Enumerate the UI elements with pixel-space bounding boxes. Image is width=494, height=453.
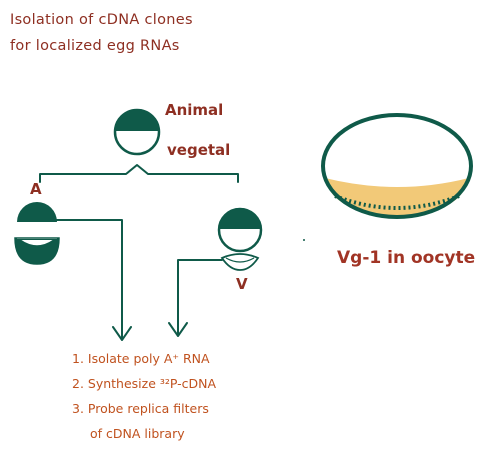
vegetal-arrow [169, 260, 222, 336]
step-1: 1. Isolate poly A⁺ RNA [72, 351, 210, 366]
vegetal-half-egg [219, 208, 261, 270]
title-line-2: for localized egg RNAs [10, 38, 180, 54]
step-2: 2. Synthesize ³²P-cDNA [72, 376, 217, 391]
animal-label: Animal [165, 101, 223, 119]
vegetal-half-label: V [236, 275, 248, 293]
step-3: 3. Probe replica filters [72, 401, 209, 416]
animal-half-egg [15, 202, 59, 264]
stray-dot [303, 239, 305, 241]
animal-arrow [56, 220, 131, 340]
whole-egg [115, 109, 159, 154]
title-line-1: Isolation of cDNA clones [10, 12, 193, 28]
step-3-continued: of cDNA library [90, 426, 185, 441]
split-bracket [40, 165, 238, 182]
oocyte-label: Vg-1 in oocyte [337, 248, 475, 268]
oocyte [323, 115, 471, 217]
animal-half-label: A [30, 180, 42, 198]
vegetal-label: vegetal [167, 141, 230, 159]
